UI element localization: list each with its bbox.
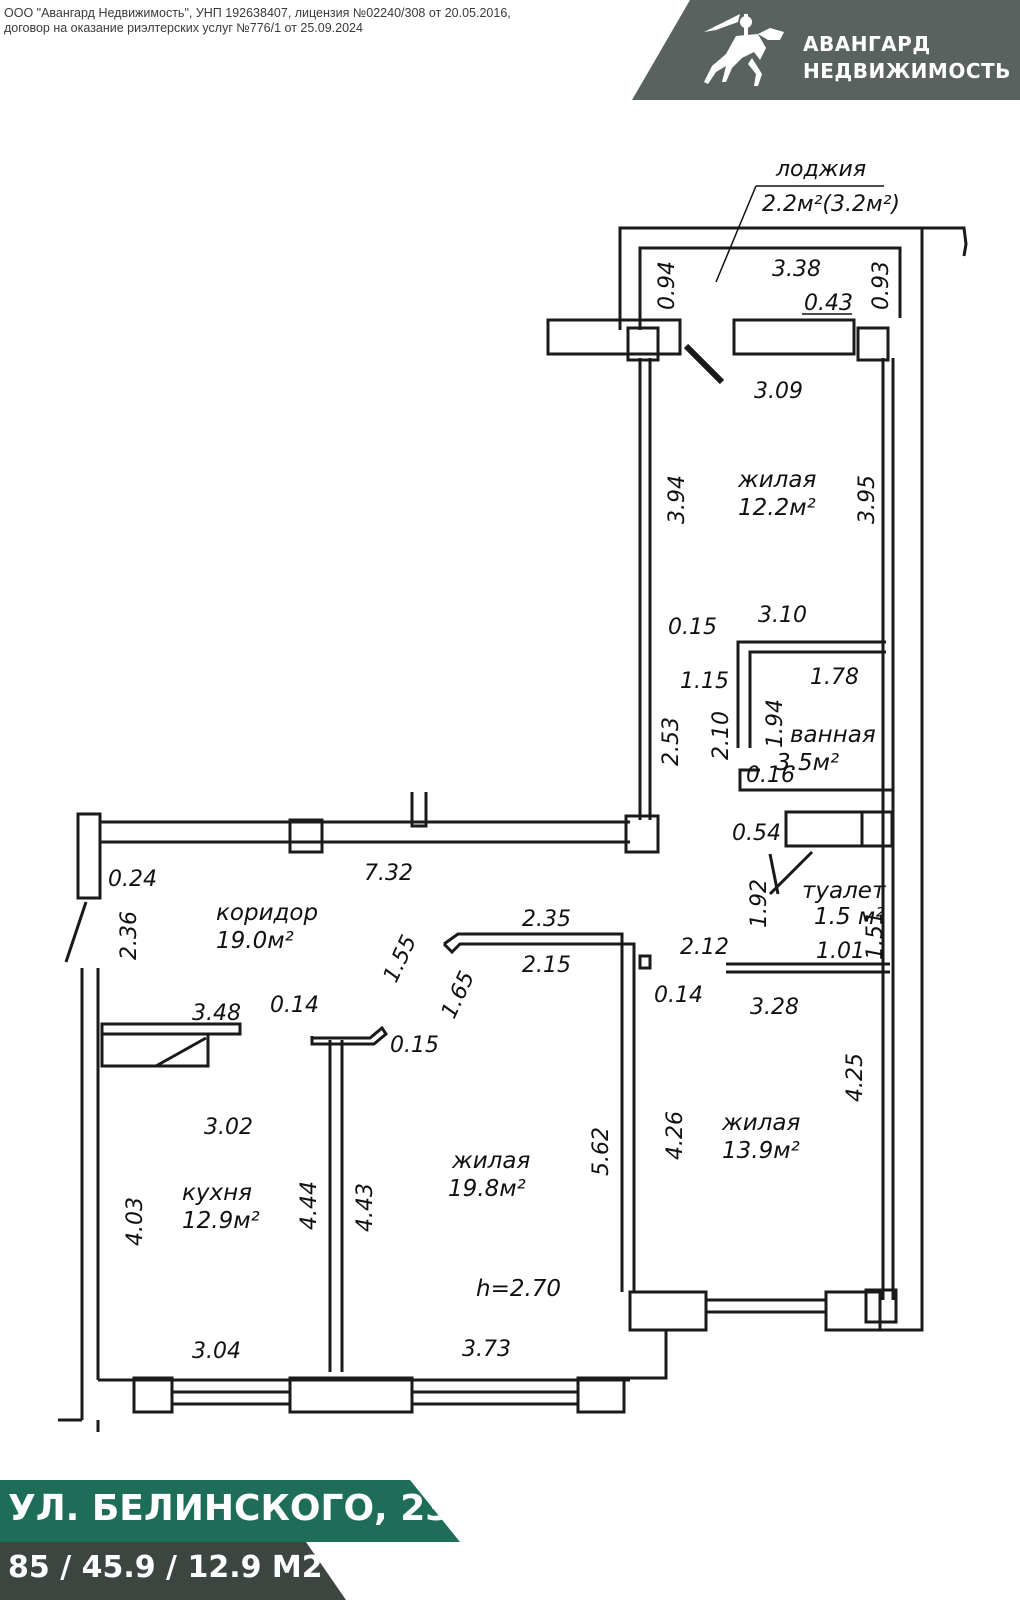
dim-label: 4.43 bbox=[353, 1183, 378, 1232]
dim-label: 0.43 bbox=[804, 291, 853, 316]
dim-label: 0.54 bbox=[732, 821, 781, 846]
dim-label: 0.14 bbox=[270, 993, 319, 1018]
address-banner: УЛ. БЕЛИНСКОГО, 23 bbox=[0, 1480, 460, 1542]
dim-label: 1.01 bbox=[816, 939, 865, 964]
dimension-labels-vertical: 0.94 0.93 3.94 3.95 2.53 2.10 1.94 1.92 … bbox=[117, 261, 894, 1246]
dim-label: 2.12 bbox=[680, 935, 729, 960]
bath-name: ванная bbox=[790, 722, 876, 748]
kitchen-area: 12.9м² bbox=[182, 1208, 260, 1234]
dim-label: 3.95 bbox=[855, 475, 880, 524]
dim-label: 2.35 bbox=[522, 907, 571, 932]
dim-label: 3.28 bbox=[750, 995, 799, 1020]
corridor-area: 19.0м² bbox=[216, 928, 294, 954]
dim-label: 0.15 bbox=[390, 1033, 439, 1058]
toilet-name: туалет bbox=[802, 878, 886, 904]
dim-label: 1.92 bbox=[747, 879, 772, 928]
dim-label: 7.32 bbox=[364, 861, 413, 886]
dim-label: 1.65 bbox=[437, 968, 480, 1023]
brand-name-line-1: АВАНГАРД bbox=[803, 32, 931, 56]
dim-label: 1.51 bbox=[863, 911, 888, 960]
ceiling-height: h=2.70 bbox=[476, 1276, 561, 1302]
corridor-name: коридор bbox=[216, 900, 318, 926]
dim-label: 3.09 bbox=[754, 379, 803, 404]
dim-label: 3.04 bbox=[192, 1339, 241, 1364]
dim-label: 4.25 bbox=[843, 1053, 868, 1102]
area-banner: 85 / 45.9 / 12.9 М2 bbox=[0, 1542, 346, 1600]
bedroom2-name: жилая bbox=[721, 1110, 800, 1136]
dim-label: 4.44 bbox=[297, 1181, 322, 1230]
dim-label: 3.38 bbox=[772, 257, 821, 282]
brand-banner: АВАНГАРД НЕДВИЖИМОСТЬ bbox=[632, 0, 1020, 100]
dim-label: 2.10 bbox=[709, 711, 734, 760]
dim-label: 0.15 bbox=[668, 615, 717, 640]
toilet-area: 1.5 м² bbox=[814, 904, 884, 930]
bedroom1-area: 12.2м² bbox=[738, 495, 816, 521]
dim-label: 0.16 bbox=[746, 763, 795, 788]
dim-label: 2.36 bbox=[117, 911, 142, 960]
brand-name: АВАНГАРД НЕДВИЖИМОСТЬ bbox=[803, 31, 1011, 85]
dim-label: 5.62 bbox=[589, 1127, 614, 1176]
address-text: УЛ. БЕЛИНСКОГО, 23 bbox=[8, 1488, 451, 1529]
dim-label: 1.78 bbox=[810, 665, 859, 690]
loggia-area: 2.2м²(3.2м²) bbox=[762, 192, 900, 217]
dim-label: 1.55 bbox=[379, 932, 422, 987]
bath-area: 3.5м² bbox=[776, 750, 839, 776]
dim-label: 0.24 bbox=[108, 867, 157, 892]
dim-label: 4.26 bbox=[663, 1111, 688, 1160]
walls bbox=[58, 226, 968, 1432]
dim-label: 3.10 bbox=[758, 603, 807, 628]
dim-label: 3.94 bbox=[665, 475, 690, 524]
dim-label: 3.73 bbox=[462, 1337, 511, 1362]
knight-on-horse-icon bbox=[704, 14, 784, 86]
dim-label: 3.02 bbox=[204, 1115, 253, 1140]
dim-label: 0.93 bbox=[869, 261, 894, 310]
dim-label: 3.48 bbox=[192, 1001, 241, 1026]
bedroom1-name: жилая bbox=[737, 467, 816, 493]
room-labels: лоджия 2.2м²(3.2м²) жилая 12.2м² ванная … bbox=[182, 157, 900, 1302]
legal-line-1: ООО "Авангард Недвижимость", УНП 1926384… bbox=[4, 6, 511, 20]
area-text: 85 / 45.9 / 12.9 М2 bbox=[8, 1550, 323, 1585]
living-name: жилая bbox=[451, 1148, 530, 1174]
dim-label: 4.03 bbox=[123, 1197, 148, 1246]
living-area: 19.8м² bbox=[448, 1176, 526, 1202]
dim-label: 1.94 bbox=[763, 699, 788, 748]
dimension-labels: 3.38 0.43 3.09 0.15 3.10 1.15 1.78 0.16 … bbox=[108, 257, 865, 1364]
kitchen-name: кухня bbox=[182, 1180, 252, 1206]
brand-name-line-2: НЕДВИЖИМОСТЬ bbox=[803, 59, 1011, 83]
legal-line-2: договор на оказание риэлтерских услуг №7… bbox=[4, 21, 363, 35]
legal-notice: ООО "Авангард Недвижимость", УНП 1926384… bbox=[4, 6, 634, 36]
bedroom2-area: 13.9м² bbox=[722, 1138, 800, 1164]
dim-label: 2.15 bbox=[522, 953, 571, 978]
loggia-name: лоджия bbox=[775, 157, 866, 182]
dim-label: 0.94 bbox=[655, 261, 680, 310]
dim-label: 2.53 bbox=[659, 717, 684, 766]
dim-label: 0.14 bbox=[654, 983, 703, 1008]
dim-label: 1.15 bbox=[680, 669, 729, 694]
